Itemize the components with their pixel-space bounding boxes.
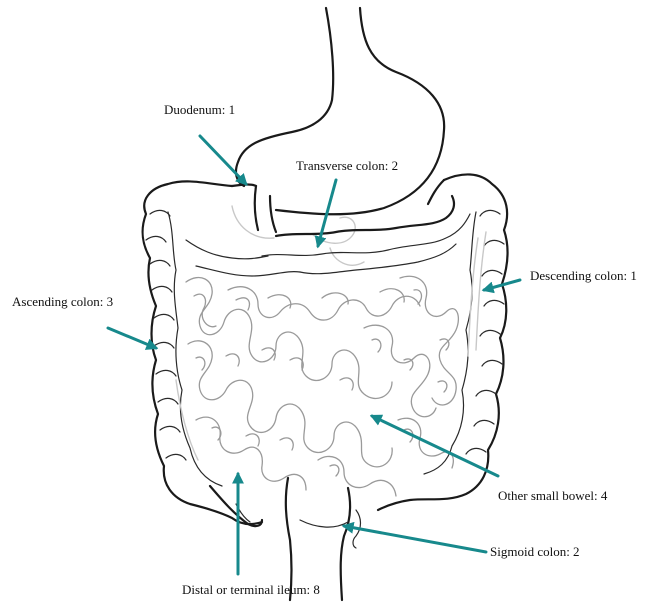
label-descending-colon: Descending colon: 1 bbox=[530, 268, 637, 284]
label-ascending-colon: Ascending colon: 3 bbox=[12, 294, 113, 310]
arrow-other-small-bowel bbox=[372, 416, 498, 476]
label-transverse-colon: Transverse colon: 2 bbox=[296, 158, 398, 174]
small-bowel-loops bbox=[186, 276, 458, 496]
label-sigmoid-colon: Sigmoid colon: 2 bbox=[490, 544, 580, 560]
colon-outline bbox=[143, 174, 508, 600]
label-distal-ileum: Distal or terminal ileum: 8 bbox=[182, 582, 320, 598]
arrow-ascending-colon bbox=[108, 328, 156, 348]
leader-arrows bbox=[108, 136, 520, 574]
arrow-sigmoid-colon bbox=[344, 526, 486, 552]
label-duodenum: Duodenum: 1 bbox=[164, 102, 235, 118]
label-other-small-bowel: Other small bowel: 4 bbox=[498, 488, 607, 504]
